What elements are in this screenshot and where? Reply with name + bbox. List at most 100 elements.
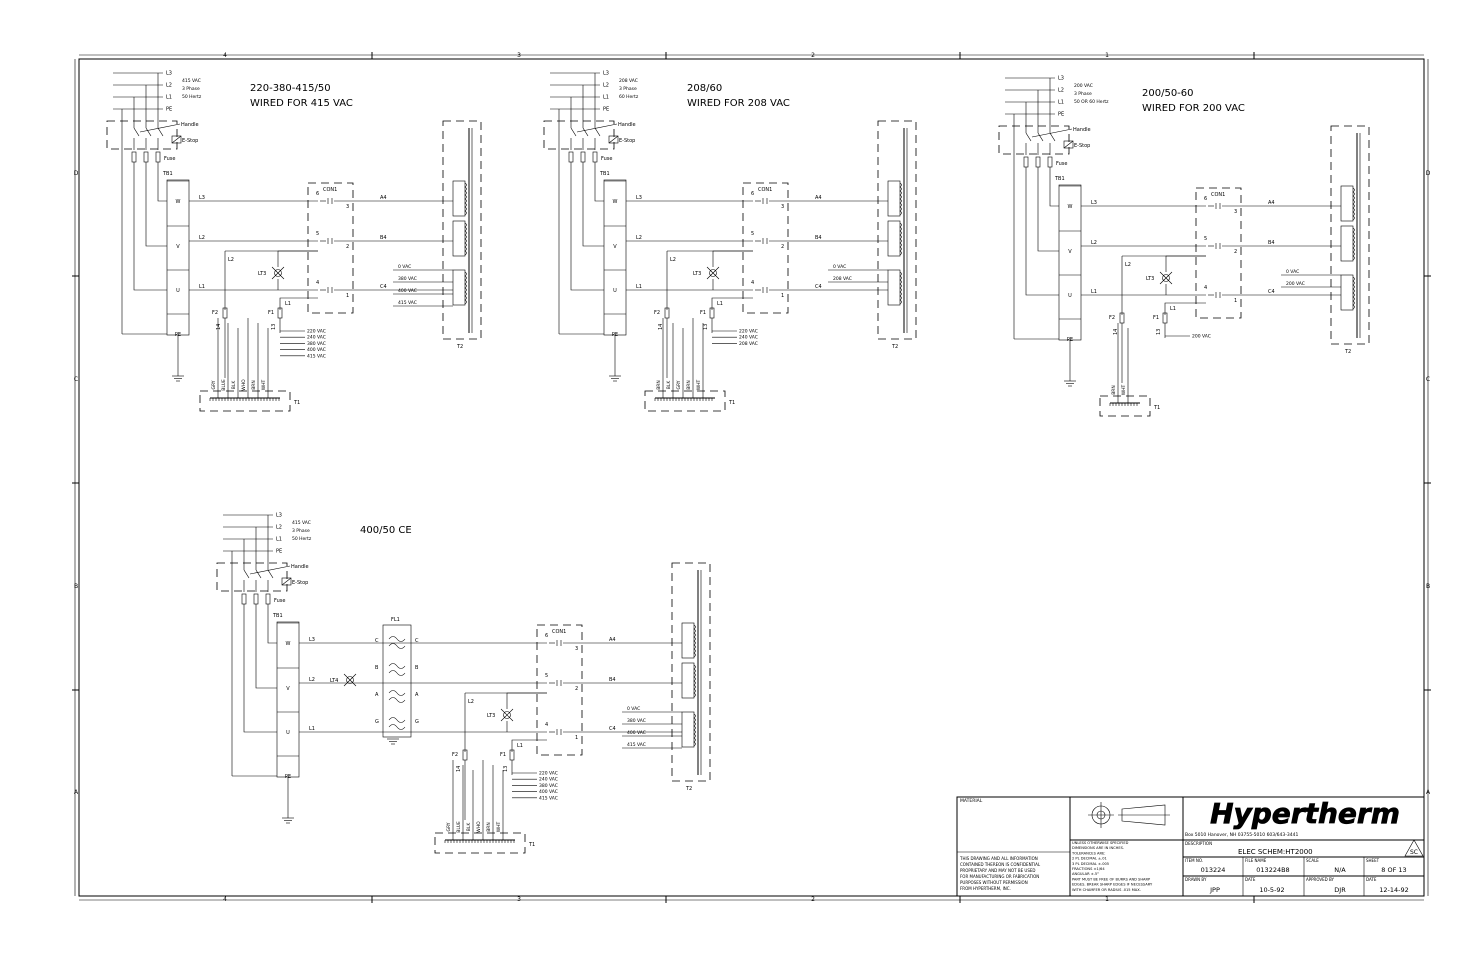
switch-blade xyxy=(243,569,250,579)
estop-label: E-Stop xyxy=(1074,143,1090,149)
t1-tap-label: 380 VAC xyxy=(539,783,558,789)
scale-value: N/A xyxy=(1334,866,1346,874)
lamp-wire xyxy=(1165,255,1206,272)
switch-blade xyxy=(1049,132,1056,142)
fuse-icon xyxy=(1047,156,1053,168)
feed-wire xyxy=(255,604,277,689)
handle-linkage xyxy=(249,565,291,575)
winding-coil xyxy=(693,624,696,658)
line-label: L1 xyxy=(1091,289,1097,295)
t1-tap-label: 240 VAC xyxy=(539,777,558,783)
filter-coil-icon xyxy=(388,663,406,669)
wire-14-label: 14 xyxy=(216,324,222,330)
tb1-label: TB1 xyxy=(272,613,283,619)
t1-tap-label: 415 VAC xyxy=(539,795,558,801)
con1-label: CON1 xyxy=(1211,192,1225,198)
tolerance-line: 2 PL DECIMAL ±.01 xyxy=(1072,857,1107,861)
supply-line-label: L3 xyxy=(603,71,609,77)
lt3-label: LT3 xyxy=(693,271,701,277)
tolerance-line: TOLERANCES ARE: xyxy=(1071,851,1105,855)
t1-wire-color: GRY xyxy=(211,380,217,389)
tolerance-line: WITH CHAMFER OR RADIUS .015 MAX. xyxy=(1072,888,1141,892)
line-label: L2 xyxy=(228,257,234,263)
fuse-icon xyxy=(253,593,259,605)
item-no-value: 013224 xyxy=(1201,866,1226,874)
supply-line-label: L2 xyxy=(166,83,172,89)
description-value: ELEC SCHEM:HT2000 xyxy=(1238,848,1313,856)
output-label: A4 xyxy=(1268,200,1275,206)
switch-blade xyxy=(145,127,152,137)
t1-wire-color: GRY xyxy=(676,380,682,389)
filter-pin: C xyxy=(415,638,419,644)
wire-13-label: 13 xyxy=(1156,329,1162,335)
wire-13-label: 13 xyxy=(703,324,709,330)
zone-left-a: A xyxy=(74,789,79,796)
estop-icon xyxy=(171,135,182,144)
filter-coil-icon xyxy=(388,643,406,649)
transformer-t1 xyxy=(1099,395,1151,417)
t1-label: T1 xyxy=(528,842,535,848)
contactor-con1 xyxy=(536,624,583,756)
supply-line-label: L3 xyxy=(166,71,172,77)
t2-tap-label: 415 VAC xyxy=(398,300,417,306)
drawing-border: 4 3 2 1 4 3 2 1 D C B A D C B A xyxy=(72,52,1431,903)
line-label: L1 xyxy=(717,301,723,307)
lamp-ray xyxy=(343,673,357,687)
contactor-pin: 6 xyxy=(316,191,319,197)
file-name-value: 013224B8 xyxy=(1256,866,1289,874)
winding-coil xyxy=(464,222,467,256)
t2-winding-box xyxy=(1340,185,1354,222)
control-wire xyxy=(711,297,753,310)
terminal-label: W xyxy=(1068,204,1073,210)
fuse-icon xyxy=(580,151,586,163)
winding-coil xyxy=(693,664,696,698)
lamp-wire xyxy=(506,692,547,709)
t2-tap-label: 200 VAC xyxy=(1286,281,1305,287)
supply-line-label: L1 xyxy=(603,95,609,101)
terminal-label: V xyxy=(1068,249,1072,255)
winding-coil xyxy=(1352,276,1355,310)
supply-line-label: PE xyxy=(276,549,282,555)
t2-tap-label: 400 VAC xyxy=(398,288,417,294)
tolerance-line: DIMENSIONS ARE IN INCHES. xyxy=(1072,846,1124,850)
fl1-label: FL1 xyxy=(391,617,400,623)
winding-coil xyxy=(464,271,467,305)
supply-spec: 60 Hertz xyxy=(619,94,639,100)
supply-line-label: L2 xyxy=(276,525,282,531)
estop-icon xyxy=(171,135,182,144)
feed-wire xyxy=(1025,167,1059,296)
disconnect-handle-box xyxy=(216,562,288,592)
terminal-label: U xyxy=(1068,293,1072,299)
line-label: L1 xyxy=(285,301,291,307)
contactor-pin: 6 xyxy=(751,191,754,197)
handle-label: Handle xyxy=(1073,127,1091,133)
supply-line-label: L3 xyxy=(1058,76,1064,82)
indicator-lamp-icon xyxy=(500,708,514,722)
title-block: MATERIAL Hypertherm Box 5010 Hanover, NH… xyxy=(956,796,1425,897)
handle-linkage xyxy=(576,123,618,133)
lamp-circle xyxy=(709,269,717,277)
confidential-line: CONTAINED THEREON IS CONFIDENTIAL xyxy=(960,862,1041,867)
ground-icon xyxy=(609,375,621,382)
t1-tap-label: 380 VAC xyxy=(307,341,326,347)
terminal-label: U xyxy=(286,730,290,736)
switch-blade xyxy=(582,127,589,137)
confidential-line: THIS DRAWING AND ALL INFORMATION xyxy=(959,856,1038,861)
approved-by-value: DJR xyxy=(1334,886,1346,894)
ground-icon xyxy=(1064,380,1076,387)
t2-tap-label: 380 VAC xyxy=(398,276,417,282)
fuse-label: Fuse xyxy=(1056,161,1067,167)
supply-spec: 50 Hertz xyxy=(292,536,312,542)
line-label: L3 xyxy=(309,637,315,643)
fuse-icon xyxy=(1023,156,1029,168)
contactor-pin: 4 xyxy=(316,280,319,286)
section-title: 400/50 CE xyxy=(360,525,412,536)
terminal-label: W xyxy=(613,199,618,205)
feed-wire xyxy=(267,604,277,644)
lamp-ray xyxy=(271,266,285,280)
contactor-pin: 5 xyxy=(545,673,548,679)
supply-spec: 3 Phase xyxy=(1074,91,1092,97)
t2-winding-box xyxy=(681,622,695,659)
section-title: 220-380-415/50 xyxy=(250,83,331,94)
fuse-icon xyxy=(265,593,271,605)
